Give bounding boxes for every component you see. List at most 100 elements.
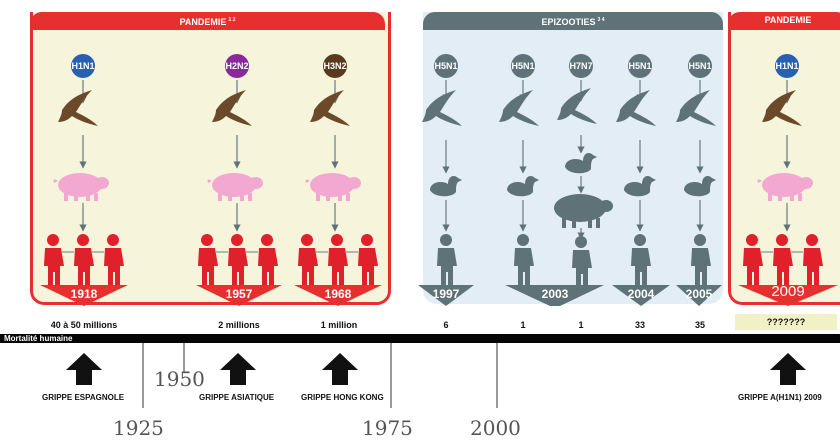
virus-label: H1N1 xyxy=(71,61,95,71)
bird-icon xyxy=(422,90,462,126)
virus-badge-epizootic-2: H5N1 xyxy=(511,54,535,78)
virus-badge-epizootic-4: H5N1 xyxy=(628,54,652,78)
human-icon xyxy=(298,234,318,286)
human-icon xyxy=(572,236,592,288)
mortality-bar xyxy=(0,334,840,343)
year-banner-1997 xyxy=(418,285,474,306)
arrow-up-icon xyxy=(322,353,358,385)
human-icon xyxy=(437,234,457,286)
year-banner-2005 xyxy=(676,285,722,306)
event-label-1968: GRIPPE HONG KONG xyxy=(301,393,384,402)
virus-label: H5N1 xyxy=(511,61,535,71)
arrow-up-icon xyxy=(220,353,256,385)
virus-badge-h3n2-1968: H3N2 xyxy=(323,54,347,78)
bird-icon xyxy=(616,90,656,126)
human-icon xyxy=(44,234,64,286)
virus-label: H5N1 xyxy=(688,61,712,71)
pig-icon xyxy=(53,173,109,201)
duck-icon xyxy=(624,176,656,197)
year-banner-1918 xyxy=(40,285,128,306)
death-count-epizootic-1: 6 xyxy=(443,320,449,330)
death-count-1918: 40 à 50 millions xyxy=(50,320,118,330)
pig-icon xyxy=(757,173,813,201)
death-count-epizootic-2: 1 xyxy=(520,320,526,330)
year-label-2009: 2009 xyxy=(771,283,805,300)
human-icon xyxy=(228,234,248,286)
epizootic-header-note: 3 4 xyxy=(597,17,605,23)
year-label-1957: 1957 xyxy=(225,287,253,301)
year-label-2003: 2003 xyxy=(541,287,569,301)
virus-badge-epizootic-5: H5N1 xyxy=(688,54,712,78)
year-banner-2009 xyxy=(738,285,838,306)
virus-label: H5N1 xyxy=(434,61,458,71)
year-label-2005: 2005 xyxy=(685,287,713,301)
human-icon xyxy=(258,234,278,286)
bird-icon xyxy=(557,88,597,124)
human-icon xyxy=(691,234,711,286)
year-banner-2003 xyxy=(505,285,604,306)
bird-icon xyxy=(676,90,716,126)
human-icon xyxy=(803,234,823,286)
axis-year-1925: 1925 xyxy=(113,416,164,440)
death-count-epizootic-5: 35 xyxy=(694,320,705,330)
duck-icon xyxy=(565,153,597,174)
year-label-1968: 1968 xyxy=(324,287,352,301)
year-label-2004: 2004 xyxy=(627,287,655,301)
virus-label: H2N2 xyxy=(225,61,249,71)
human-icon xyxy=(743,234,763,286)
virus-badge-h2n2-1957: H2N2 xyxy=(225,54,249,78)
pandemic-header-left-note: 1 2 xyxy=(228,17,236,23)
axis-year-1950: 1950 xyxy=(154,367,205,391)
epizootic-column-3 xyxy=(554,80,613,288)
arrow-up-icon xyxy=(66,353,102,385)
virus-badge-epizootic-3: H7N7 xyxy=(569,54,593,78)
axis-year-2000: 2000 xyxy=(470,416,521,440)
pig-icon xyxy=(207,173,263,201)
pandemic-header-right-label: PANDEMIE xyxy=(764,15,812,25)
pandemic-column-2009 xyxy=(743,80,823,286)
bird-icon xyxy=(310,90,350,126)
event-label-2009: GRIPPE A(H1N1) 2009 xyxy=(738,393,822,402)
pandemic-header-left-label: PANDEMIE xyxy=(179,17,227,27)
virus-label: H1N1 xyxy=(775,61,799,71)
epizootic-column-5 xyxy=(676,80,716,286)
bird-icon xyxy=(58,90,98,126)
year-banner-1957 xyxy=(196,285,282,306)
human-icon xyxy=(514,234,534,286)
pig-icon xyxy=(554,194,613,228)
death-count-2009: ??????? xyxy=(766,317,806,327)
virus-label: H3N2 xyxy=(323,61,347,71)
virus-badge-epizootic-1: H5N1 xyxy=(434,54,458,78)
pig-icon xyxy=(305,173,361,201)
arrow-up-icon xyxy=(770,353,806,385)
pandemic-column-1918 xyxy=(44,80,124,286)
pandemic-column-1968 xyxy=(298,80,378,286)
year-banner-1968 xyxy=(294,285,382,306)
pandemic-column-1957 xyxy=(198,80,278,286)
epizootic-header-label: EPIZOOTIES xyxy=(541,17,596,27)
death-count-epizootic-4: 33 xyxy=(634,320,645,330)
human-icon xyxy=(631,234,651,286)
event-label-1918: GRIPPE ESPAGNOLE xyxy=(42,393,125,402)
epizootic-column-2 xyxy=(499,80,539,286)
virus-badge-h1n1-1918: H1N1 xyxy=(71,54,95,78)
human-icon xyxy=(74,234,94,286)
human-icon xyxy=(104,234,124,286)
duck-icon xyxy=(507,176,539,197)
death-count-1968: 1 million xyxy=(320,320,358,330)
event-label-1957: GRIPPE ASIATIQUE xyxy=(199,393,275,402)
duck-icon xyxy=(430,176,462,197)
year-label-1997: 1997 xyxy=(432,287,460,301)
virus-badge-h1n1-2009: H1N1 xyxy=(775,54,799,78)
bird-icon xyxy=(762,90,802,126)
death-count-1957: 2 millions xyxy=(218,320,260,330)
epizootic-column-1 xyxy=(422,80,462,286)
human-icon xyxy=(358,234,378,286)
pandemic-header-right: PANDEMIE xyxy=(728,12,840,30)
virus-label: H5N1 xyxy=(628,61,652,71)
death-count-epizootic-3: 1 xyxy=(578,320,584,330)
